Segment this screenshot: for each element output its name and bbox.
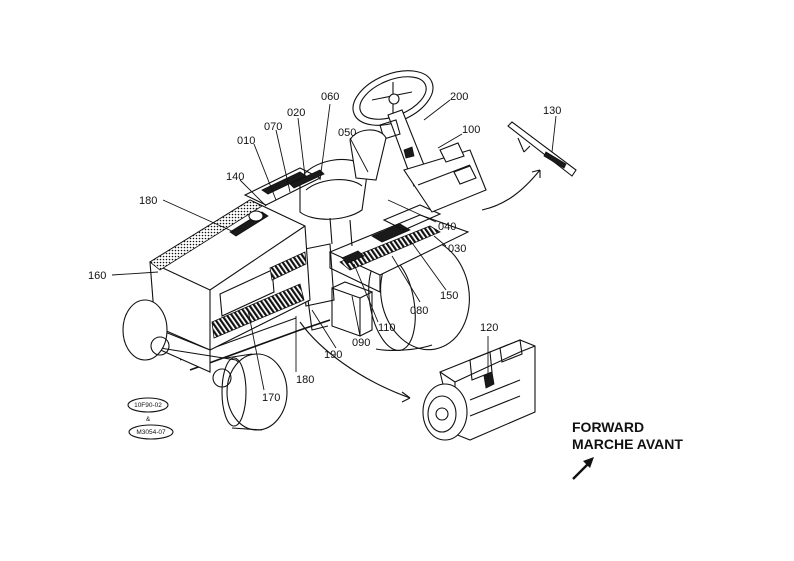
explode-arrows <box>299 169 541 403</box>
marche-avant-label: MARCHE AVANT <box>572 436 683 452</box>
callout-020: 020 <box>287 107 305 119</box>
stamp-top: 10F90-02 <box>134 402 162 409</box>
tractor-illustration <box>122 70 577 441</box>
callout-labels: 010 020 030 040 050 060 070 080 090 100 … <box>88 91 561 404</box>
steering-assembly <box>352 70 487 213</box>
callout-050: 050 <box>338 127 356 139</box>
callout-130: 130 <box>543 105 561 117</box>
callout-010: 010 <box>237 135 255 147</box>
callout-190: 190 <box>324 349 342 361</box>
stamp-bottom: M3054-07 <box>136 429 166 436</box>
callout-040: 040 <box>438 221 456 233</box>
stamp-ampersand: & <box>146 416 151 423</box>
callout-110: 110 <box>378 322 396 334</box>
callout-170: 170 <box>262 392 280 404</box>
callout-160: 160 <box>88 270 106 282</box>
callout-090: 090 <box>352 337 370 349</box>
callout-180-lower: 180 <box>296 374 314 386</box>
callout-080: 080 <box>410 305 428 317</box>
callout-100: 100 <box>462 124 480 136</box>
callout-120: 120 <box>480 322 498 334</box>
callout-150: 150 <box>440 290 458 302</box>
callout-030: 030 <box>448 243 466 255</box>
arrow-up-right-icon <box>572 457 594 480</box>
front-wheel-right <box>212 353 288 431</box>
forward-direction: FORWARD MARCHE AVANT <box>572 419 683 480</box>
stamp-bottom-oval <box>128 424 174 440</box>
reference-stamps: 10F90-02 & M3054-07 <box>127 397 174 440</box>
leader-lines <box>111 99 557 391</box>
under-seat-block <box>331 281 374 337</box>
forward-label: FORWARD <box>572 419 644 435</box>
seat <box>299 129 387 247</box>
callout-070: 070 <box>264 121 282 133</box>
callout-200: 200 <box>450 91 468 103</box>
callout-180-upper: 180 <box>139 195 157 207</box>
callout-140: 140 <box>226 171 244 183</box>
decal-130-detail <box>507 121 577 177</box>
callout-060: 060 <box>321 91 339 103</box>
transmission-detail <box>422 339 536 441</box>
rear-fender <box>328 204 470 293</box>
hood <box>149 167 325 351</box>
stamp-top-oval <box>127 397 169 413</box>
front-wheel-left <box>122 299 170 361</box>
